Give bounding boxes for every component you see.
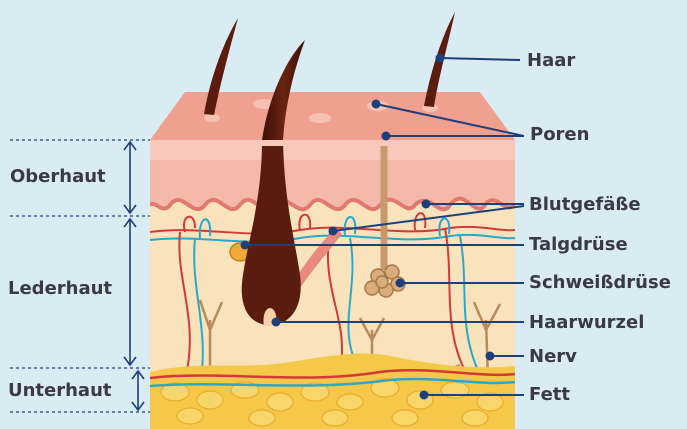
- label-oberhaut: Oberhaut: [10, 168, 106, 186]
- skin-surface: [150, 92, 515, 140]
- label-schweissdruese: Schweißdrüse: [529, 274, 671, 292]
- label-nerv: Nerv: [529, 348, 577, 366]
- label-fett: Fett: [529, 386, 570, 404]
- label-blutgefaesse: Blutgefäße: [529, 196, 641, 214]
- label-poren: Poren: [530, 126, 589, 144]
- label-unterhaut: Unterhaut: [8, 382, 112, 400]
- label-haar: Haar: [527, 52, 575, 70]
- label-lederhaut: Lederhaut: [8, 280, 112, 298]
- layer-arrows: [124, 142, 144, 410]
- block-front-edge: [150, 140, 515, 146]
- pore: [204, 114, 220, 122]
- label-talgdruese: Talgdrüse: [529, 236, 628, 254]
- pore: [309, 113, 331, 123]
- label-haarwurzel: Haarwurzel: [529, 314, 644, 332]
